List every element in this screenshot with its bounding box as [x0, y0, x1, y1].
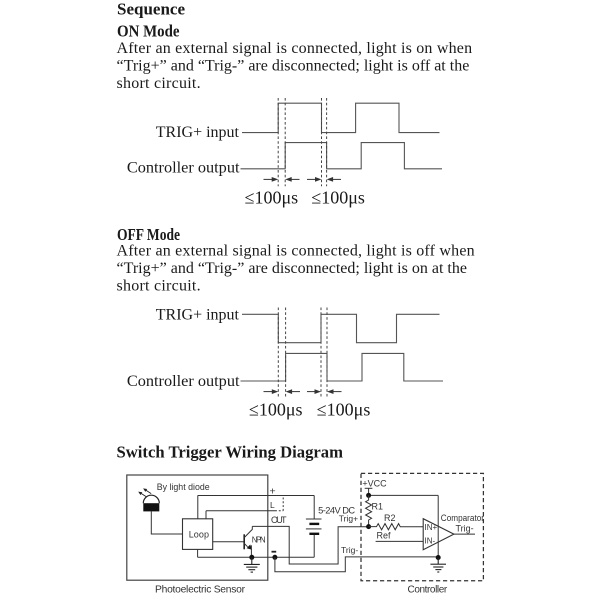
- svg-text:After an external signal is co: After an external signal is connected, l…: [117, 40, 473, 57]
- svg-text:OUT: OUT: [271, 515, 287, 525]
- svg-text:ON Mode: ON Mode: [117, 21, 180, 40]
- svg-text:≤100μs: ≤100μs: [311, 188, 365, 208]
- svg-text:Trig-: Trig-: [456, 524, 474, 534]
- svg-text:NPN: NPN: [252, 535, 266, 544]
- svg-text:Controller output: Controller output: [127, 371, 240, 390]
- svg-text:“Trig+” and “Trig-” are discon: “Trig+” and “Trig-” are disconnected; li…: [117, 57, 470, 74]
- svg-text:≤100μs: ≤100μs: [245, 188, 299, 208]
- svg-text:Controller output: Controller output: [127, 157, 240, 176]
- svg-text:Photoelectric Sensor: Photoelectric Sensor: [155, 585, 246, 596]
- svg-text:short circuit.: short circuit.: [117, 75, 201, 92]
- svg-text:R1: R1: [372, 502, 384, 512]
- svg-text:≤100μs: ≤100μs: [317, 400, 371, 420]
- svg-text:+: +: [270, 486, 276, 498]
- svg-text:After an external signal is co: After an external signal is connected, l…: [117, 242, 475, 259]
- svg-text:5-24V DC: 5-24V DC: [318, 505, 355, 515]
- svg-text:Ref: Ref: [377, 531, 392, 541]
- svg-text:IN-: IN-: [425, 537, 436, 546]
- svg-text:TRIG+ input: TRIG+ input: [156, 124, 240, 141]
- svg-text:Trig-: Trig-: [341, 545, 358, 555]
- svg-text:OFF Mode: OFF Mode: [117, 225, 180, 244]
- svg-text:Comparator: Comparator: [441, 513, 484, 523]
- svg-text:Controller: Controller: [408, 585, 448, 596]
- svg-text:Sequence: Sequence: [117, 0, 185, 19]
- svg-text:Trig+: Trig+: [339, 514, 358, 524]
- svg-text:“Trig+” and “Trig-” are discon: “Trig+” and “Trig-” are disconnected; li…: [117, 260, 467, 277]
- svg-text:≤100μs: ≤100μs: [249, 400, 303, 420]
- svg-text:Loop: Loop: [189, 530, 209, 540]
- svg-text:+VCC: +VCC: [362, 479, 387, 489]
- svg-text:R2: R2: [384, 513, 396, 523]
- svg-text:By light diode: By light diode: [157, 482, 210, 492]
- svg-text:L: L: [270, 500, 275, 510]
- svg-text:short circuit.: short circuit.: [117, 278, 201, 295]
- svg-text:IN+: IN+: [425, 523, 438, 532]
- svg-text:TRIG+ input: TRIG+ input: [156, 307, 240, 324]
- svg-text:Switch Trigger Wiring Diagram: Switch Trigger Wiring Diagram: [117, 443, 344, 462]
